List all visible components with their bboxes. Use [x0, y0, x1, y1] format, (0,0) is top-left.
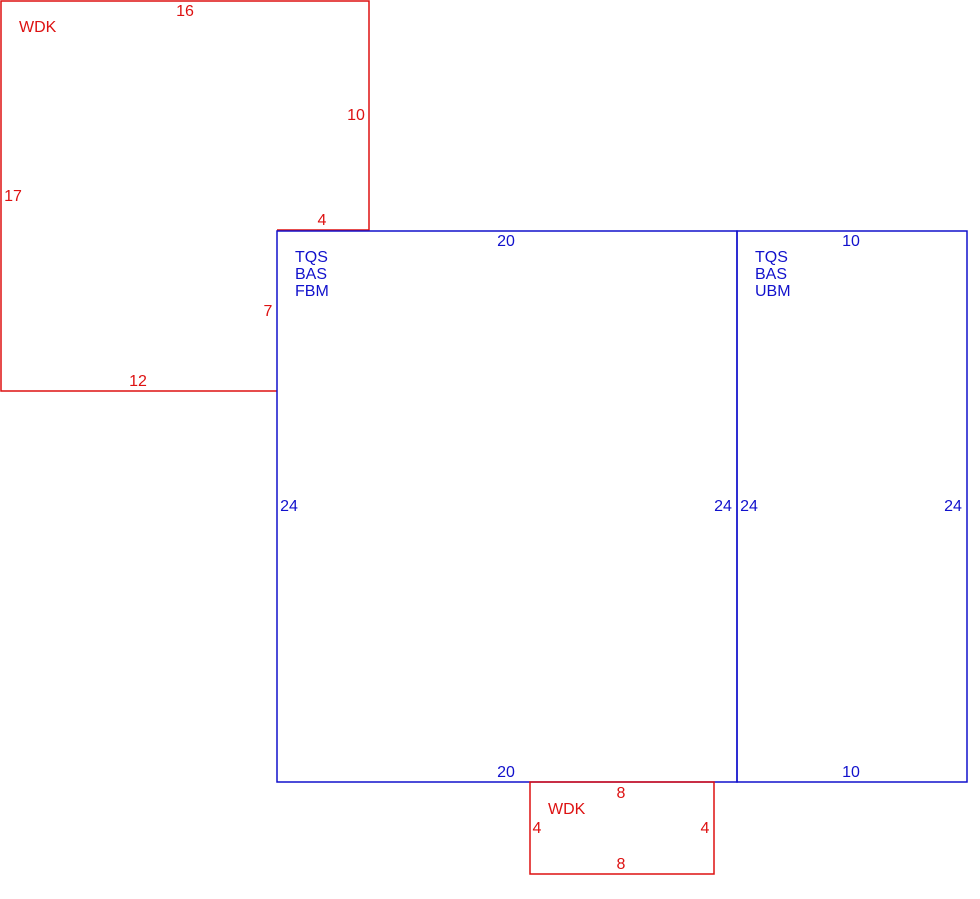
main-right-dim-bottom: 10	[842, 764, 860, 781]
main-right-outline	[736, 230, 968, 783]
deck-lower-dim-right: 4	[701, 820, 710, 837]
deck-upper-dim-step-side: 7	[264, 303, 273, 320]
deck-upper-dim-step: 4	[318, 212, 327, 229]
deck-upper-dim-top: 16	[176, 3, 194, 20]
deck-lower-dim-top: 8	[617, 785, 626, 802]
main-left-dim-top: 20	[497, 233, 515, 250]
main-right-code-3: UBM	[755, 283, 791, 300]
main-right-code-2: BAS	[755, 266, 787, 283]
deck-upper-dim-right: 10	[347, 107, 365, 124]
main-right-dim-top: 10	[842, 233, 860, 250]
main-left-code-1: TQS	[295, 249, 328, 266]
main-right-dim-right: 24	[944, 498, 962, 515]
deck-lower-code: WDK	[548, 801, 586, 818]
main-left-outline	[276, 230, 738, 783]
main-right-dim-left: 24	[740, 498, 758, 515]
deck-lower-dim-left: 4	[533, 820, 542, 837]
main-left-code-2: BAS	[295, 266, 327, 283]
main-right-code-1: TQS	[755, 249, 788, 266]
deck-upper-outline	[0, 0, 370, 392]
deck-upper-dim-left: 17	[4, 188, 22, 205]
main-left-area: TQS BAS FBM 20 24 24 20	[276, 230, 738, 783]
deck-upper-code: WDK	[19, 19, 57, 36]
deck-upper: WDK 16 10 17 4 7 12	[0, 0, 370, 392]
main-left-dim-right: 24	[714, 498, 732, 515]
main-left-code-3: FBM	[295, 283, 329, 300]
deck-lower-outline	[529, 781, 715, 875]
main-right-area: TQS BAS UBM 10 24 24 10	[736, 230, 968, 783]
main-left-dim-left: 24	[280, 498, 298, 515]
deck-lower: WDK 8 4 4 8	[529, 781, 715, 875]
deck-lower-dim-bottom: 8	[617, 856, 626, 873]
deck-upper-dim-bottom: 12	[129, 373, 147, 390]
main-left-dim-bottom: 20	[497, 764, 515, 781]
